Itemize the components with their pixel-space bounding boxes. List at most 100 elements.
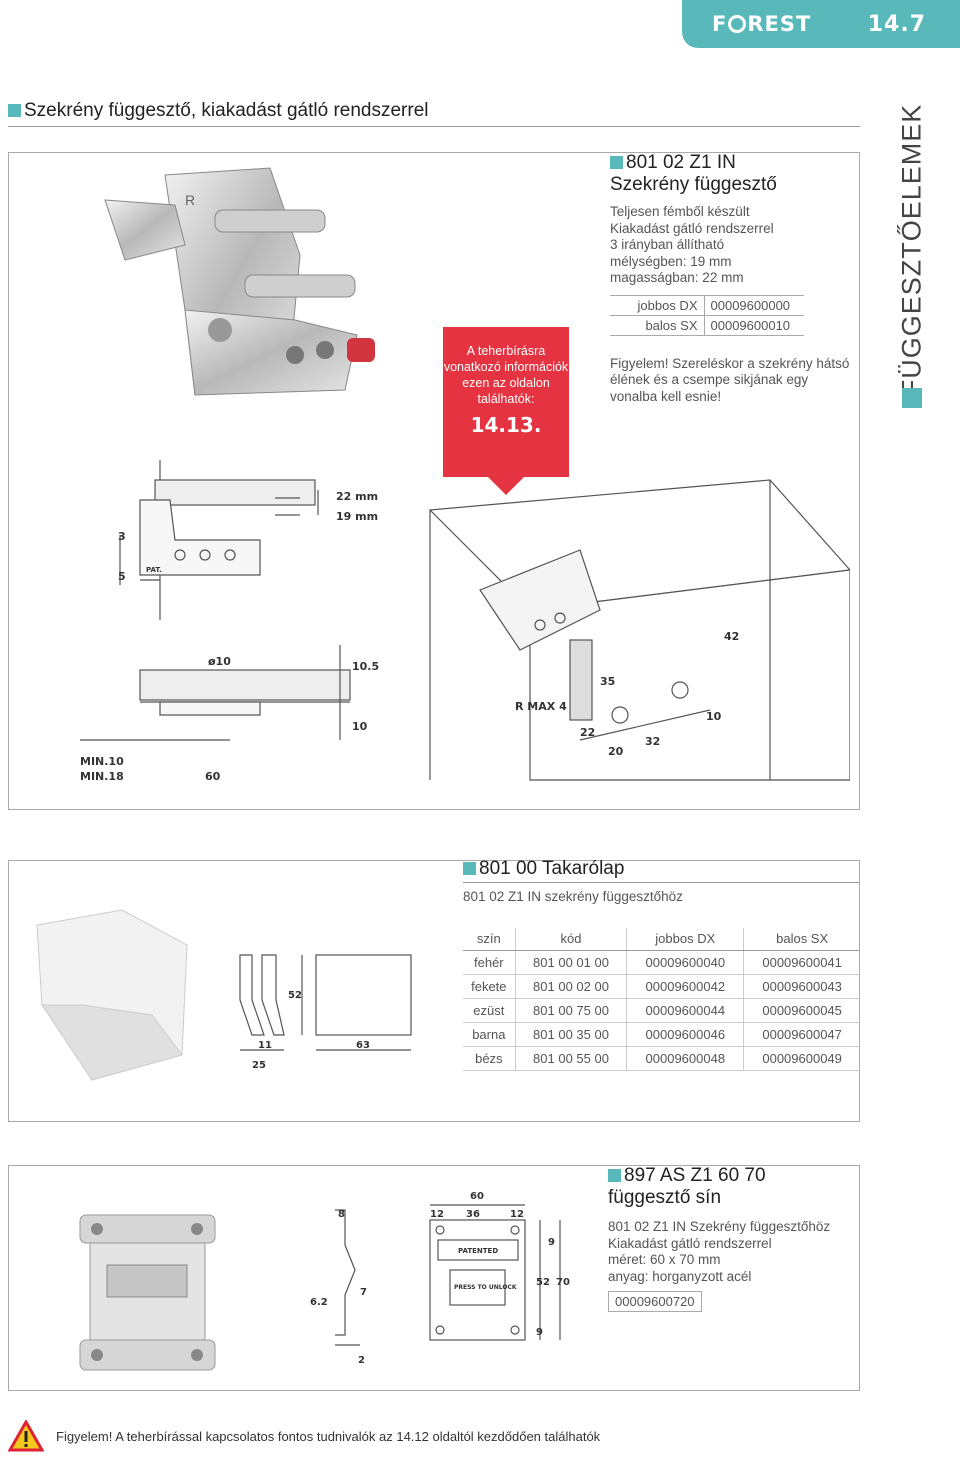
cell-color: bézs (463, 1046, 516, 1071)
side-category-text: FÜGGESZTŐELEMEK (896, 103, 927, 397)
table-row: fehér 801 00 01 00 00009600040 000096000… (463, 950, 860, 975)
table-row: bézs 801 00 55 00 00009600048 0000960004… (463, 1046, 860, 1071)
pat-label: PAT. (146, 566, 162, 574)
product1-code: 801 02 Z1 IN (610, 152, 860, 174)
dim-6-2: 6.2 (310, 1297, 328, 1308)
product3-code: 897 AS Z1 60 70 (608, 1165, 858, 1187)
product2-info: 801 00 Takarólap 801 02 Z1 IN szekrény f… (463, 858, 860, 1071)
feature-line: Teljesen fémből készült (610, 204, 750, 219)
product3-name: függesztő sín (608, 1187, 722, 1208)
variant-code: 00009600010 (703, 314, 804, 336)
section-title-text: Szekrény függesztő, kiakadást gátló rend… (24, 100, 429, 121)
cell-code: 801 00 01 00 (514, 950, 627, 975)
detail-line: Kiakadást gátló rendszerrel (608, 1235, 772, 1251)
feature-line: Kiakadást gátló rendszerrel (610, 220, 774, 236)
dim-19mm: 19 mm (336, 510, 378, 523)
patented-label: PATENTED (458, 1247, 498, 1255)
load-info-text: A teherbírásra vonatkozó információk eze… (443, 344, 569, 406)
section-title: Szekrény függesztő, kiakadást gátló rend… (8, 100, 860, 127)
variant-code: 00009600000 (703, 294, 804, 316)
feature-line: magasságban: 22 mm (610, 270, 744, 285)
dim-60: 60 (205, 770, 221, 783)
variant-label: jobbos DX (610, 294, 705, 316)
side-square-icon (902, 388, 922, 408)
dim-52: 52 (288, 990, 302, 1001)
load-info-page-ref[interactable]: 14.13. (470, 413, 542, 437)
dim-25: 25 (252, 1060, 266, 1071)
product1-code-text: 801 02 Z1 IN (626, 152, 736, 173)
cell-dx: 00009600046 (626, 1022, 744, 1047)
column-header: balos SX (743, 927, 860, 951)
cell-sx: 00009600049 (743, 1046, 860, 1071)
dim-12-left: 12 (430, 1209, 444, 1220)
cell-color: ezüst (463, 998, 516, 1023)
cover-plate-photo (36, 909, 188, 1081)
table-row: barna 801 00 35 00 00009600046 000096000… (463, 1022, 860, 1047)
feature-line: 3 irányban állítható (610, 237, 725, 252)
cell-sx: 00009600045 (743, 998, 860, 1023)
table-header-row: szín kód jobbos DX balos SX (463, 927, 860, 951)
brand-logo: F REST (712, 12, 811, 36)
cell-code: 801 00 35 00 (514, 1022, 627, 1047)
dim-rmax4: R MAX 4 (515, 700, 567, 713)
cell-sx: 00009600047 (743, 1022, 860, 1047)
detail-line: 801 02 Z1 IN Szekrény függesztőhöz (608, 1219, 831, 1234)
square-bullet-icon (608, 1169, 621, 1183)
cell-sx: 00009600043 (743, 974, 860, 999)
cell-dx: 00009600048 (626, 1046, 744, 1071)
dim-22mm: 22 mm (336, 490, 378, 503)
load-info-callout: A teherbírásra vonatkozó információk eze… (443, 327, 569, 495)
cell-dx: 00009600042 (626, 974, 744, 999)
dim-70: 70 (556, 1277, 570, 1288)
product1-info: 801 02 Z1 IN Szekrény függesztő Teljesen… (610, 152, 860, 405)
dim-9-bottom: 9 (536, 1327, 543, 1338)
column-header: szín (463, 927, 516, 951)
cell-dx: 00009600044 (626, 998, 744, 1023)
detail-line: anyag: horganyzott acél (608, 1268, 752, 1284)
product3-details: 801 02 Z1 IN Szekrény függesztőhöz Kiaka… (608, 1219, 858, 1285)
hanging-rail-photo (79, 1214, 216, 1371)
dim-52: 52 (536, 1277, 550, 1288)
table-row: ezüst 801 00 75 00 00009600044 000096000… (463, 998, 860, 1023)
dim-63: 63 (356, 1040, 370, 1051)
brand-text-right: REST (747, 12, 812, 36)
dim-min-18: MIN.18 (80, 770, 124, 783)
dim-2: 2 (358, 1355, 365, 1366)
dim-3: 3 (118, 530, 126, 543)
dim-10-b: 10 (706, 710, 722, 723)
square-bullet-icon (610, 156, 623, 170)
variant-label: balos SX (610, 314, 705, 336)
technical-drawing: 22 mm 19 mm 3 5 ø10 10.5 10 MIN.10 MIN.1… (80, 460, 850, 783)
dim-35: 35 (600, 675, 615, 688)
column-header: kód (514, 927, 627, 951)
product2-title-text: 801 00 Takarólap (479, 858, 625, 879)
footer-warning: Figyelem! A teherbírással kapcsolatos fo… (8, 1420, 600, 1452)
dim-10-5: 10.5 (352, 660, 379, 673)
footer-warning-text: Figyelem! A teherbírással kapcsolatos fo… (56, 1428, 601, 1444)
product1-warning: Figyelem! Szereléskor a szekrény hátsó é… (610, 355, 850, 404)
brand-text-left: F (712, 12, 728, 36)
product1-name: Szekrény függesztő (610, 174, 777, 195)
square-bullet-icon (8, 104, 21, 118)
cell-code: 801 00 55 00 (514, 1046, 627, 1071)
dim-9-top: 9 (548, 1237, 555, 1248)
dim-12-right: 12 (510, 1209, 524, 1220)
product1-variant-table: jobbos DX 00009600000 balos SX 000096000… (610, 294, 804, 336)
table-row: jobbos DX 00009600000 (610, 294, 804, 316)
dim-diameter-10: ø10 (208, 655, 231, 668)
dim-11: 11 (258, 1040, 272, 1051)
cell-sx: 00009600041 (743, 950, 860, 975)
product2-title: 801 00 Takarólap (463, 858, 860, 883)
dim-5: 5 (118, 570, 126, 583)
hanging-rail-drawing: 60 12 36 12 8 9 52 70 7 6.2 2 9 PATENTED… (310, 1191, 570, 1366)
table-row: fekete 801 00 02 00 00009600042 00009600… (463, 974, 860, 999)
cell-color: fekete (463, 974, 516, 999)
feature-line: mélységben: 19 mm (610, 253, 732, 269)
cell-dx: 00009600040 (626, 950, 744, 975)
product3-code-text: 897 AS Z1 60 70 (624, 1165, 766, 1186)
cell-color: barna (463, 1022, 516, 1047)
dim-32: 32 (645, 735, 660, 748)
product3-order-code: 00009600720 (608, 1291, 702, 1312)
dim-10: 10 (352, 720, 368, 733)
dim-60: 60 (470, 1191, 484, 1202)
